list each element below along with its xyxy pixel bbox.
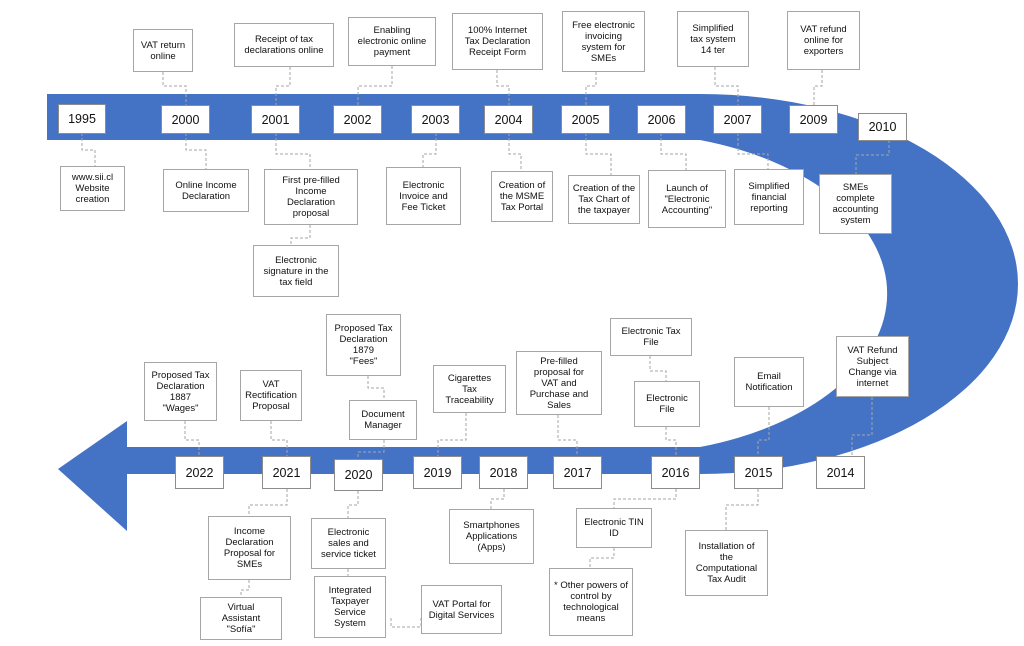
event-box: Income Declaration Proposal for SMEs <box>208 516 291 580</box>
connector <box>357 66 393 106</box>
event-box: VAT Rectification Proposal <box>240 370 302 421</box>
event-box: Electronic Tax File <box>610 318 692 356</box>
event-box: www.sii.cl Website creation <box>60 166 125 211</box>
event-box: Electronic signature in the tax field <box>253 245 339 297</box>
year-label: 2014 <box>816 456 865 489</box>
connector <box>240 580 250 597</box>
event-box: Free electronic invoicing system for SME… <box>562 11 645 72</box>
event-box: Installation of the Computational Tax Au… <box>685 530 768 596</box>
connector <box>649 356 667 381</box>
connector <box>248 489 288 516</box>
connector <box>613 489 677 508</box>
connector <box>585 72 597 106</box>
event-box: Creation of the Tax Chart of the taxpaye… <box>568 175 640 224</box>
connector <box>357 440 385 460</box>
connector <box>589 548 615 568</box>
year-label: 2021 <box>262 456 311 489</box>
connector <box>557 415 578 457</box>
connector <box>422 133 437 167</box>
connector <box>757 407 770 457</box>
connector <box>714 67 739 106</box>
year-label: 2020 <box>334 459 383 491</box>
connector <box>270 421 288 457</box>
event-box: First pre-filled Income Declaration prop… <box>264 169 358 225</box>
connector <box>347 491 359 518</box>
year-label: 2003 <box>411 105 460 134</box>
event-box: Proposed Tax Declaration 1887 "Wages" <box>144 362 217 421</box>
event-box: Proposed Tax Declaration 1879 "Fees" <box>326 314 401 376</box>
event-box: Smartphones Applications (Apps) <box>449 509 534 564</box>
year-label: 2018 <box>479 456 528 489</box>
event-box: Integrated Taxpayer Service System <box>314 576 386 638</box>
connector <box>81 133 96 166</box>
event-box: Electronic sales and service ticket <box>311 518 386 569</box>
connector <box>275 67 291 106</box>
connector <box>851 397 873 457</box>
connector <box>290 225 311 245</box>
event-box: SMEs complete accounting system <box>819 174 892 234</box>
event-box: Online Income Declaration <box>163 169 249 212</box>
event-box: Simplified tax system 14 ter <box>677 11 749 67</box>
event-box: Launch of "Electronic Accounting" <box>648 170 726 228</box>
event-box: Cigarettes Tax Traceability <box>433 365 506 413</box>
year-label: 2009 <box>789 105 838 134</box>
connector <box>275 133 311 169</box>
year-label: 2007 <box>713 105 762 134</box>
event-box: 100% Internet Tax Declaration Receipt Fo… <box>452 13 543 70</box>
connector <box>665 427 677 457</box>
connector <box>737 133 769 169</box>
year-label: 2019 <box>413 456 462 489</box>
event-box: VAT Portal for Digital Services <box>421 585 502 634</box>
event-box: VAT return online <box>133 29 193 72</box>
year-label: 2006 <box>637 105 686 134</box>
connector-lines <box>81 66 890 628</box>
event-box: Email Notification <box>734 357 804 407</box>
event-box: Virtual Assistant "Sofía" <box>200 597 282 640</box>
event-box: Pre-filled proposal for VAT and Purchase… <box>516 351 602 415</box>
year-label: 2002 <box>333 105 382 134</box>
connector <box>496 70 510 106</box>
connector <box>585 133 612 175</box>
connector <box>162 72 187 106</box>
year-label: 2022 <box>175 456 224 489</box>
year-label: 2005 <box>561 105 610 134</box>
connector <box>390 618 422 628</box>
connector <box>855 140 890 174</box>
event-box: * Other powers of control by technologic… <box>549 568 633 636</box>
year-label: 2016 <box>651 456 700 489</box>
year-label: 2004 <box>484 105 533 134</box>
connector <box>437 413 467 457</box>
u-turn-arrow-shape <box>47 94 1018 531</box>
event-box: Enabling electronic online payment <box>348 17 436 66</box>
event-box: VAT Refund Subject Change via internet <box>836 336 909 397</box>
year-label: 2010 <box>858 113 907 141</box>
event-box: Electronic File <box>634 381 700 427</box>
event-box: Electronic TIN ID <box>576 508 652 548</box>
connector <box>184 421 200 457</box>
year-label: 1995 <box>58 104 106 134</box>
event-box: Simplified financial reporting <box>734 169 804 225</box>
year-label: 2001 <box>251 105 300 134</box>
connector <box>660 133 687 170</box>
year-label: 2017 <box>553 456 602 489</box>
connector <box>367 376 385 400</box>
event-box: VAT refund online for exporters <box>787 11 860 70</box>
event-box: Creation of the MSME Tax Portal <box>491 171 553 222</box>
connector <box>813 70 823 106</box>
event-box: Electronic Invoice and Fee Ticket <box>386 167 461 225</box>
connector <box>185 133 207 169</box>
connector <box>725 489 759 530</box>
connector <box>490 489 505 509</box>
year-label: 2015 <box>734 456 783 489</box>
connector <box>508 133 522 171</box>
event-box: Receipt of tax declarations online <box>234 23 334 67</box>
year-label: 2000 <box>161 105 210 134</box>
event-box: Document Manager <box>349 400 417 440</box>
